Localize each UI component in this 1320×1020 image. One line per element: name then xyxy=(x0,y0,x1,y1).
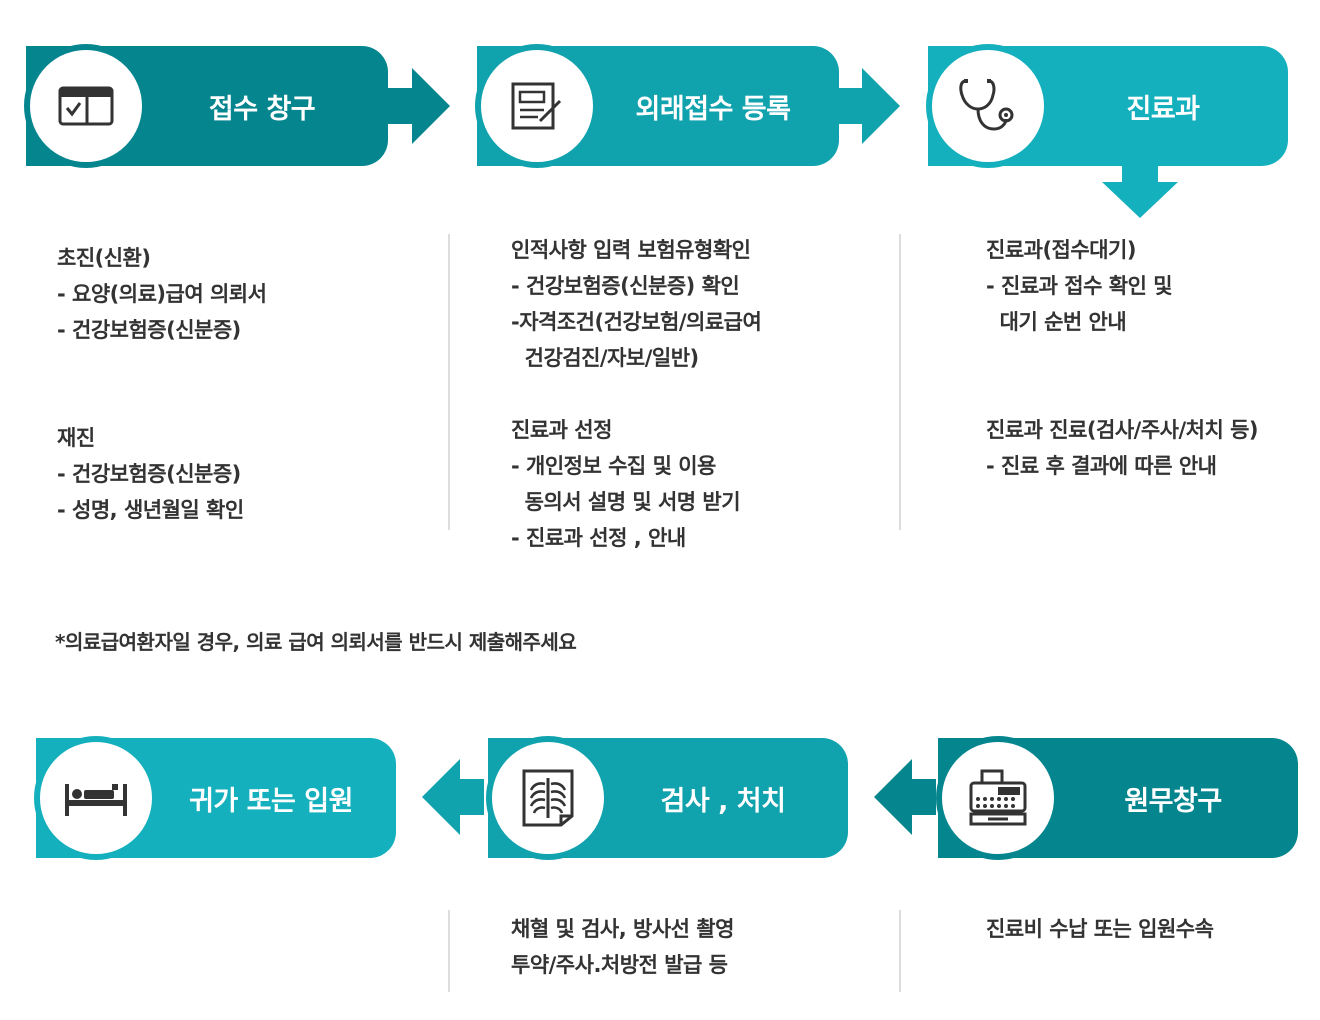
detail-line: 초진(신환) xyxy=(57,246,151,270)
detail-line: 진료과(접수대기) xyxy=(986,238,1136,262)
hospital-bed-icon xyxy=(65,784,127,816)
step-outpatient: 외래접수 등록 xyxy=(475,44,839,168)
step-home: 귀가 또는 입원 xyxy=(34,736,396,860)
detail-line: 투약/주사.처방전 발급 등 xyxy=(511,953,728,977)
divider xyxy=(899,910,901,992)
detail-line: - 진료 후 결과에 따른 안내 xyxy=(986,454,1217,478)
detail-line xyxy=(57,384,266,420)
step-exam-circle xyxy=(486,736,610,860)
detail-line: -자격조건(건강보험/의료급여 xyxy=(511,310,762,334)
detail-line: - 요양(의료)급여 의뢰서 xyxy=(57,282,267,306)
reception-window-icon xyxy=(58,86,114,126)
step-department: 진료과 xyxy=(926,44,1288,168)
detail-line: 대기 순번 안내 xyxy=(986,310,1127,334)
step-billing-label: 원무창구 xyxy=(1124,785,1222,817)
arrow-right-2 xyxy=(838,68,900,144)
arrow-down xyxy=(1102,164,1178,218)
detail-line: - 진료과 접수 확인 및 xyxy=(986,274,1173,298)
step-reception-circle xyxy=(24,44,148,168)
step-department-circle xyxy=(926,44,1050,168)
detail-line xyxy=(986,340,1258,376)
arrow-left-1 xyxy=(422,759,484,835)
detail-line: - 건강보험증(신분증) xyxy=(57,318,241,342)
detail-line: 진료과 선정 xyxy=(511,418,612,442)
step-billing-circle xyxy=(936,736,1060,860)
detail-line: - 성명, 생년월일 확인 xyxy=(57,498,244,522)
arrow-left-2 xyxy=(874,759,936,835)
medical-aid-note: *의료급여환자일 경우, 의료 급여 의뢰서를 반드시 제출해주세요 xyxy=(55,630,577,654)
detail-line: 진료비 수납 또는 입원수속 xyxy=(986,917,1214,941)
detail-line: 채혈 및 검사, 방사선 촬영 xyxy=(511,917,734,941)
registration-form-icon xyxy=(511,82,562,130)
detail-line: 진료과 진료(검사/주사/처치 등) xyxy=(986,418,1259,442)
detail-line xyxy=(57,348,266,384)
step-department-label: 진료과 xyxy=(1126,93,1200,125)
detail-line xyxy=(511,376,761,412)
details-department: 진료과(접수대기) - 진료과 접수 확인 및 대기 순번 안내 진료과 진료(… xyxy=(986,232,1259,484)
details-outpatient: 인적사항 입력 보험유형확인 - 건강보험증(신분증) 확인 -자격조건(건강보… xyxy=(511,232,762,556)
divider xyxy=(448,910,450,992)
step-outpatient-label: 외래접수 등록 xyxy=(635,93,791,125)
detail-line: - 건강보험증(신분증) 확인 xyxy=(511,274,740,298)
details-exam: 채혈 및 검사, 방사선 촬영 투약/주사.처방전 발급 등 xyxy=(511,911,734,983)
detail-line: 동의서 설명 및 서명 받기 xyxy=(511,490,741,514)
cash-register-icon xyxy=(969,769,1027,826)
detail-line: - 진료과 선정 , 안내 xyxy=(511,526,686,550)
step-billing: 원무창구 xyxy=(936,736,1298,860)
step-reception-label: 접수 창구 xyxy=(208,93,316,125)
step-home-label: 귀가 또는 입원 xyxy=(189,785,353,817)
arrow-right-1 xyxy=(388,68,450,144)
details-billing: 진료비 수납 또는 입원수속 xyxy=(986,911,1214,947)
detail-line xyxy=(986,376,1258,412)
detail-line: 재진 xyxy=(57,426,95,450)
divider xyxy=(448,234,450,530)
divider xyxy=(899,234,901,530)
stethoscope-icon xyxy=(959,79,1014,131)
details-reception: 초진(신환) - 요양(의료)급여 의뢰서 - 건강보험증(신분증) 재진 - … xyxy=(57,240,267,528)
step-outpatient-circle xyxy=(475,44,599,168)
detail-line: - 건강보험증(신분증) xyxy=(57,462,241,486)
xray-icon xyxy=(522,769,574,827)
detail-line: 인적사항 입력 보험유형확인 xyxy=(511,238,751,262)
step-home-circle xyxy=(34,736,158,860)
detail-line: 건강검진/자보/일반) xyxy=(511,346,700,370)
detail-line: - 개인정보 수집 및 이용 xyxy=(511,454,716,478)
step-reception: 접수 창구 xyxy=(24,44,388,168)
step-exam: 검사 , 처치 xyxy=(486,736,848,860)
step-exam-label: 검사 , 처치 xyxy=(660,785,786,817)
